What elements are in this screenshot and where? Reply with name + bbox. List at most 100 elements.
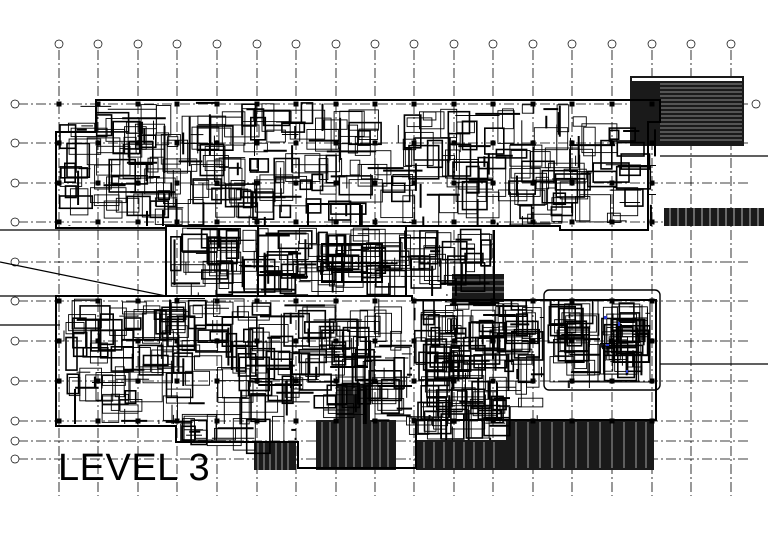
core-outline bbox=[165, 226, 495, 300]
column-marker bbox=[372, 418, 378, 424]
column-marker bbox=[569, 378, 575, 384]
room-outline bbox=[299, 179, 312, 191]
column-marker bbox=[372, 180, 378, 186]
room-outline bbox=[177, 315, 196, 351]
room-outline bbox=[569, 148, 593, 173]
column-marker bbox=[135, 180, 141, 186]
room-outline bbox=[616, 141, 645, 157]
room-outline bbox=[252, 191, 275, 221]
column-marker bbox=[214, 418, 220, 424]
room-outline bbox=[569, 313, 600, 336]
room-outline bbox=[495, 306, 520, 336]
grid-bubble-left bbox=[10, 296, 20, 306]
column-marker bbox=[569, 101, 575, 107]
room-outline bbox=[72, 317, 87, 349]
room-outline bbox=[217, 380, 254, 403]
column-marker bbox=[56, 219, 62, 225]
room-outline bbox=[362, 228, 386, 249]
column-marker bbox=[490, 180, 496, 186]
grid-bubble-top bbox=[409, 39, 419, 49]
column-marker bbox=[254, 140, 260, 146]
column-marker bbox=[254, 219, 260, 225]
room-outline bbox=[319, 185, 337, 195]
column-marker bbox=[649, 418, 655, 424]
room-outline bbox=[521, 160, 555, 183]
column-marker bbox=[174, 338, 180, 344]
grid-bubble-top bbox=[370, 39, 380, 49]
column-marker bbox=[372, 378, 378, 384]
room-outline bbox=[300, 102, 314, 125]
room-outline bbox=[95, 372, 130, 401]
room-outline bbox=[471, 380, 491, 410]
room-outline bbox=[445, 149, 460, 179]
room-outline bbox=[125, 121, 144, 134]
column-marker bbox=[609, 140, 615, 146]
column-marker bbox=[254, 298, 260, 304]
room-outline bbox=[583, 126, 596, 157]
column-marker bbox=[451, 378, 457, 384]
column-marker bbox=[569, 180, 575, 186]
column-marker bbox=[254, 338, 260, 344]
room-outline bbox=[403, 114, 422, 149]
room-outline bbox=[323, 119, 348, 130]
column-marker bbox=[609, 101, 615, 107]
room-outline bbox=[333, 344, 346, 362]
grid-bubble-top bbox=[647, 39, 657, 49]
room-outline bbox=[423, 402, 444, 418]
room-outline bbox=[603, 350, 638, 382]
room-outline bbox=[459, 228, 482, 264]
room-outline bbox=[249, 347, 276, 380]
room-outline bbox=[224, 183, 258, 208]
column-marker bbox=[411, 180, 417, 186]
grid-bubble-top bbox=[93, 39, 103, 49]
room-outline bbox=[374, 150, 392, 176]
column-marker bbox=[451, 219, 457, 225]
grid-bubble-top bbox=[686, 39, 696, 49]
room-outline bbox=[410, 258, 442, 289]
room-outline bbox=[166, 325, 188, 357]
room-outline bbox=[478, 320, 495, 339]
column-marker bbox=[411, 418, 417, 424]
room-outline bbox=[438, 193, 458, 214]
room-outline bbox=[462, 355, 483, 379]
column-marker bbox=[135, 418, 141, 424]
room-outline bbox=[82, 346, 109, 358]
column-marker bbox=[293, 378, 299, 384]
room-outline bbox=[215, 188, 235, 218]
room-outline bbox=[394, 347, 411, 378]
room-outline bbox=[162, 395, 178, 421]
room-outline bbox=[270, 335, 294, 360]
column-marker bbox=[333, 298, 339, 304]
room-outline bbox=[242, 266, 280, 290]
column-marker bbox=[609, 378, 615, 384]
room-outline bbox=[483, 127, 505, 155]
column-marker bbox=[569, 140, 575, 146]
room-outline bbox=[247, 380, 273, 397]
column-marker bbox=[530, 298, 536, 304]
room-outline bbox=[432, 416, 448, 427]
hatched-areas bbox=[254, 76, 764, 470]
room-outline bbox=[285, 153, 321, 182]
room-outline bbox=[106, 176, 120, 211]
room-outline bbox=[103, 200, 123, 219]
column-marker bbox=[530, 418, 536, 424]
column-marker bbox=[174, 378, 180, 384]
room-outline bbox=[428, 253, 446, 285]
column-marker bbox=[174, 180, 180, 186]
room-outline bbox=[612, 187, 639, 217]
room-outline bbox=[74, 298, 102, 329]
column-marker bbox=[56, 298, 62, 304]
grid-bubble-top bbox=[567, 39, 577, 49]
room-outline bbox=[258, 324, 289, 343]
column-marker bbox=[411, 298, 417, 304]
room-outline bbox=[298, 348, 328, 364]
room-outline bbox=[457, 233, 493, 260]
column-marker bbox=[293, 140, 299, 146]
column-marker bbox=[649, 140, 655, 146]
column-marker bbox=[372, 219, 378, 225]
room-outline bbox=[258, 228, 269, 257]
room-outline bbox=[619, 312, 641, 343]
room-outline bbox=[161, 310, 189, 338]
room-outline bbox=[129, 368, 163, 403]
column-marker bbox=[95, 378, 101, 384]
